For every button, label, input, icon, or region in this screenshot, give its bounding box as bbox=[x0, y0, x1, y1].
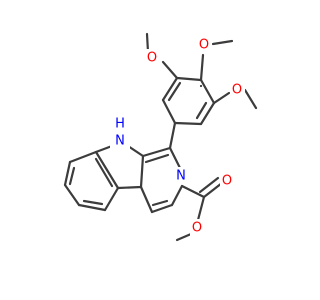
bond bbox=[126, 144, 145, 158]
bond bbox=[116, 185, 143, 190]
bond bbox=[161, 76, 179, 102]
bond bbox=[77, 203, 107, 212]
ester-link-oxygen: O bbox=[190, 219, 205, 236]
pyridine-nitrogen: N bbox=[174, 167, 189, 184]
bond bbox=[94, 157, 114, 188]
bond bbox=[168, 146, 182, 170]
bond bbox=[103, 186, 120, 212]
methoxy-top-oxygen: O bbox=[197, 36, 212, 53]
bond bbox=[63, 183, 81, 207]
atom-layer: H N N O O O O O bbox=[110, 36, 245, 236]
bond bbox=[196, 195, 206, 222]
bond bbox=[212, 91, 231, 105]
bond bbox=[161, 60, 179, 80]
bond bbox=[198, 176, 220, 194]
bond bbox=[161, 98, 177, 125]
bond bbox=[175, 232, 193, 242]
hydrogen-label: H bbox=[115, 117, 125, 132]
bond-layer bbox=[63, 32, 258, 242]
bond bbox=[211, 39, 234, 46]
bond bbox=[151, 199, 169, 207]
bond bbox=[175, 76, 203, 82]
oxygen-label: O bbox=[222, 174, 232, 189]
oxygen-label: O bbox=[232, 83, 242, 98]
bond bbox=[199, 78, 216, 105]
bond bbox=[199, 101, 216, 126]
bond bbox=[202, 181, 224, 199]
bond bbox=[139, 185, 154, 214]
bond bbox=[139, 154, 145, 189]
bond bbox=[141, 146, 172, 158]
oxygen-label: O bbox=[192, 221, 202, 236]
bond bbox=[180, 184, 206, 199]
bond bbox=[94, 144, 114, 154]
bond bbox=[94, 150, 120, 190]
bond bbox=[82, 199, 104, 206]
bond bbox=[144, 153, 170, 164]
bond bbox=[68, 150, 98, 164]
molecule-structure: H N N O O O O O bbox=[63, 32, 258, 242]
bond bbox=[167, 81, 182, 102]
ester-carbonyl-oxygen: O bbox=[220, 172, 235, 189]
oxygen-label: O bbox=[199, 38, 209, 53]
bond bbox=[199, 53, 205, 82]
bond bbox=[150, 203, 174, 214]
indole-nitrogen-label: N bbox=[115, 134, 125, 149]
bond bbox=[68, 166, 76, 186]
bond bbox=[243, 88, 258, 110]
bond bbox=[173, 121, 203, 126]
pyridine-nitrogen-label: N bbox=[176, 169, 186, 184]
methoxy-right-oxygen: O bbox=[230, 81, 245, 98]
structure-canvas: H N N O O O O O bbox=[63, 32, 258, 242]
nh-group: H N bbox=[110, 112, 130, 152]
oxygen-label: O bbox=[147, 51, 157, 66]
bond bbox=[170, 184, 184, 207]
methoxy-left-oxygen: O bbox=[145, 49, 160, 66]
bond bbox=[63, 160, 72, 187]
bond bbox=[195, 101, 208, 120]
bond bbox=[168, 121, 177, 150]
